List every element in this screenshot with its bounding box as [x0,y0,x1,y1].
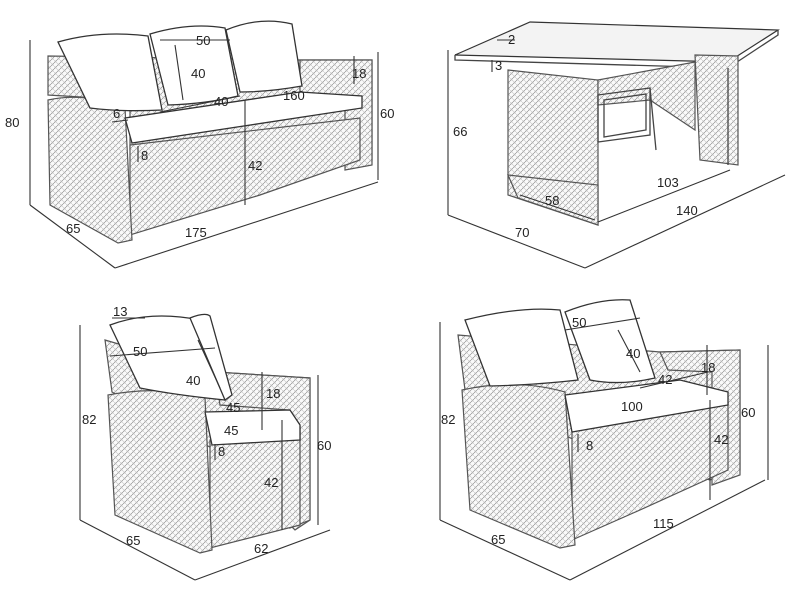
chair-label-total-height: 82 [82,412,96,427]
sofa3-label-arm-total-height: 60 [380,106,394,121]
table-label-width: 140 [676,203,698,218]
sofa3-dim-depth [29,204,116,269]
sofa2-back-cushion-1 [464,308,579,387]
sofa3-back-cushion-1 [57,33,163,112]
sofa3-label-back-width: 50 [196,33,210,48]
table-label-top-thick: 2 [508,32,515,47]
chair-label-back-top: 13 [113,304,127,319]
table-label-depth: 70 [515,225,529,240]
sofa2-dim-back-width [564,317,641,331]
sofa2-label-seat-depth: 42 [658,372,672,387]
dining-table: 2 3 66 103 58 70 140 [447,21,786,269]
sofa3-dim-back-height [174,44,184,101]
chair-seat-cushion [204,409,301,446]
sofa2-label-seat-thick: 8 [586,438,593,453]
table-label-shelf: 58 [545,193,559,208]
sofa2-label-width: 115 [653,516,674,531]
table-dim-shelf [519,194,596,221]
chair-label-back-width: 50 [133,344,147,359]
sofa3-label-arm-height: 18 [352,66,366,81]
sofa3-label-seat-width: 160 [283,88,305,103]
table-shelf [597,87,651,143]
table-dim-width [584,174,786,269]
sofa2-dim-width [569,479,766,581]
three-seat-sofa: 50 40 40 160 6 18 8 42 80 60 65 175 [5,20,394,269]
sofa2-label-arm-total-height: 60 [741,405,755,420]
sofa2-label-back-height: 40 [626,346,640,361]
chair-label-width: 62 [254,541,268,556]
sofa2-label-total-height: 82 [441,412,455,427]
sofa3-dim-width [114,181,379,269]
armchair: 13 50 40 45 45 18 8 42 82 60 65 62 [79,304,331,581]
sofa2-dim-depth [439,519,571,581]
table-inner-legs [649,68,729,165]
sofa3-label-seat-thick: 8 [141,148,148,163]
sofa2-label-seat-height: 42 [714,432,728,447]
sofa2-left-arm [461,383,576,549]
sofa3-back-cushion-3 [225,20,303,93]
sofa2-seat-cushion [564,379,729,433]
sofa3-dim-seat-depth [159,95,241,113]
sofa2-label-depth: 65 [491,532,505,547]
sofa3-seat-cushion [124,91,363,144]
table-label-height: 66 [453,124,467,139]
table-right-leg [694,54,739,166]
chair-label-arm-total-height: 60 [317,438,331,453]
sofa3-label-total-height: 80 [5,115,19,130]
table-dim-inner-width [597,169,731,223]
chair-label-depth: 65 [126,533,140,548]
chair-dim-back-width [109,347,216,357]
sofa2-label-back-width: 50 [572,315,586,330]
chair-dim-back-height [197,339,221,389]
table-base-shelf [507,174,599,226]
chair-label-arm-height: 18 [266,386,280,401]
chair-left-arm [107,390,213,554]
table-label-inner-width: 103 [657,175,679,190]
sofa3-label-back-height: 40 [191,66,205,81]
chair-label-seat-height: 42 [264,475,278,490]
chair-dim-width [194,529,331,581]
sofa2-label-arm-height: 18 [701,360,715,375]
chair-dim-depth [79,519,196,581]
sofa2-label-seat-width: 100 [621,399,643,414]
chair-label-seat-depth-2: 45 [224,423,238,438]
sofa3-label-arm-width: 6 [113,106,120,121]
chair-label-back-height: 40 [186,373,200,388]
chair-label-seat-depth-1: 45 [226,400,240,415]
chair-label-seat-thick: 8 [218,444,225,459]
table-dim-depth [447,214,586,269]
table-label-top-gap: 3 [495,58,502,73]
sofa3-label-seat-depth: 40 [214,94,228,109]
sofa2-dim-seat-depth [639,371,709,389]
sofa2-dim-back-height [617,329,641,373]
sofa3-label-depth: 65 [66,221,80,236]
sofa3-label-seat-height: 42 [248,158,262,173]
sofa2-back-cushion-2 [564,299,656,384]
chair-back-cushion-2 [189,313,233,401]
sofa3-label-width: 175 [185,225,207,240]
sofa3-dim-arm-width [111,119,129,123]
two-seat-sofa: 50 40 42 18 100 8 42 82 60 65 115 [439,299,769,581]
